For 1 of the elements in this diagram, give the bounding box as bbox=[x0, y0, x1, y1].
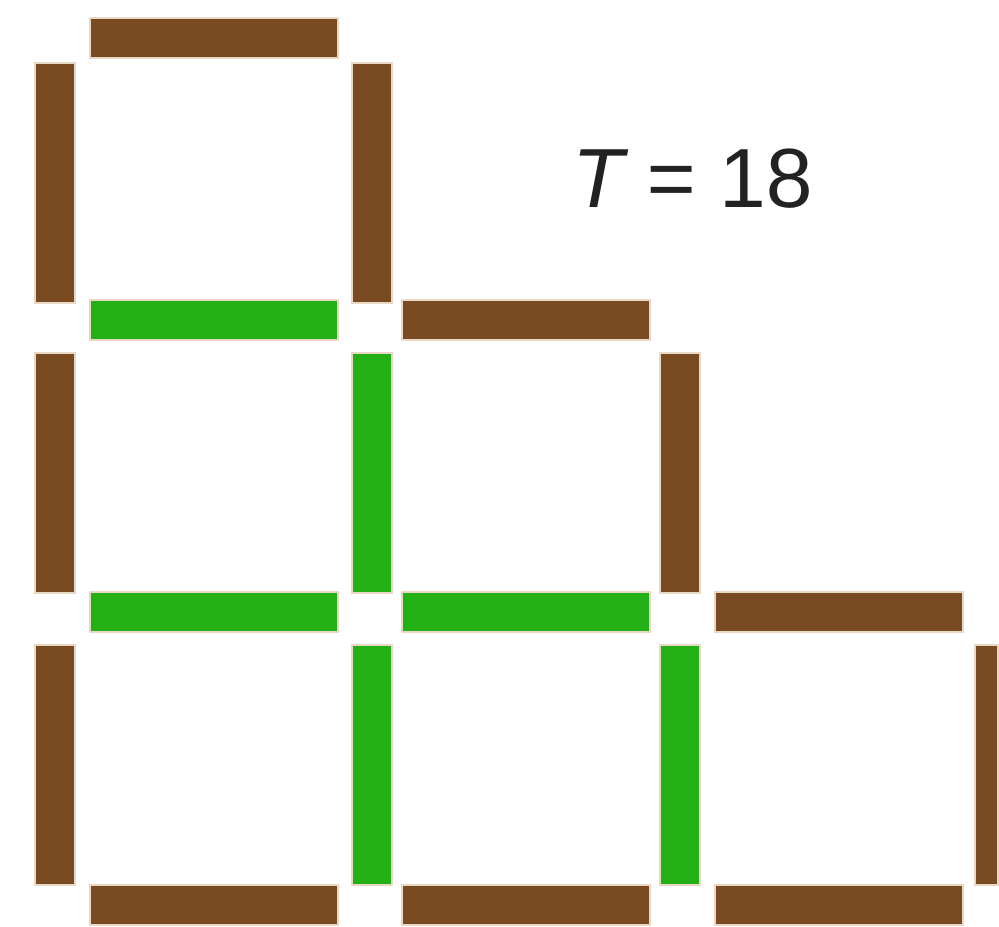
formula-label: T = 18 bbox=[572, 132, 812, 224]
